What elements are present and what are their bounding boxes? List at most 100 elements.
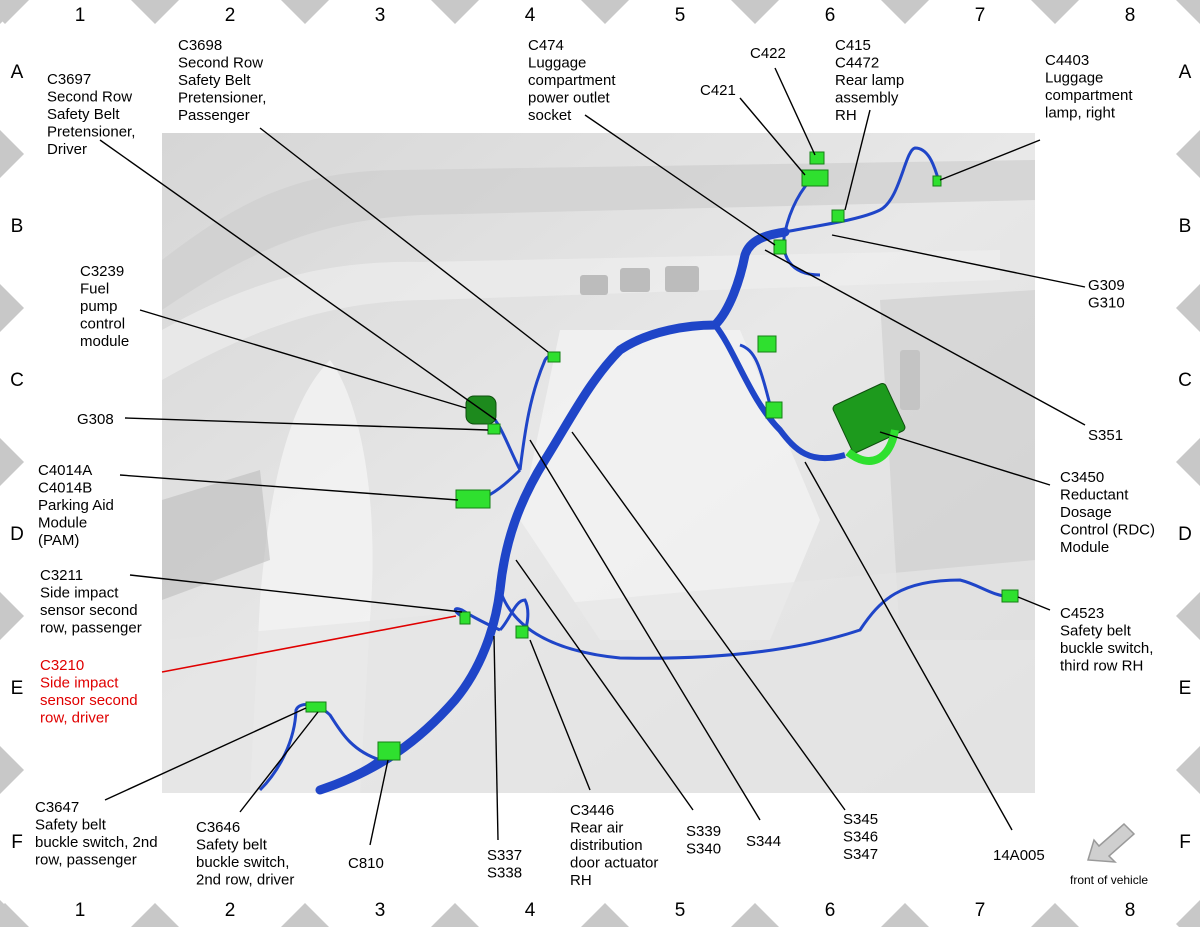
label-line: C3698 bbox=[178, 37, 222, 54]
grid-label: B bbox=[11, 216, 24, 237]
label-line: C474 bbox=[528, 37, 564, 54]
label-line: C415 bbox=[835, 37, 871, 54]
rdc-bracket bbox=[845, 429, 899, 465]
label-line: C3646 bbox=[196, 819, 240, 836]
grid-label: F bbox=[11, 832, 23, 853]
border-diamond bbox=[131, 903, 179, 927]
border-diamond bbox=[281, 903, 329, 927]
label-line: S346 bbox=[843, 829, 878, 846]
border-diamond bbox=[0, 284, 24, 332]
label-line: RH bbox=[570, 872, 592, 889]
label-line: Luggage bbox=[1045, 70, 1103, 87]
label-line: 14A005 bbox=[993, 847, 1045, 864]
label-line: Side impact bbox=[40, 585, 119, 602]
label-line: C3450 bbox=[1060, 469, 1104, 486]
grid-label: 7 bbox=[975, 5, 986, 26]
grid-label: 2 bbox=[225, 900, 236, 921]
connector-c3698 bbox=[547, 351, 561, 363]
label-line: C3210 bbox=[40, 657, 84, 674]
grid-label: A bbox=[1179, 62, 1192, 83]
grid-label: 3 bbox=[375, 900, 386, 921]
grid-label: 8 bbox=[1125, 900, 1136, 921]
label-line: compartment bbox=[528, 72, 616, 89]
border-diamond bbox=[0, 900, 24, 927]
border-diamond bbox=[731, 903, 779, 927]
label-line: Second Row bbox=[178, 55, 263, 72]
border-diamond bbox=[1031, 0, 1079, 24]
label-line: (PAM) bbox=[38, 532, 79, 549]
label-c810: C810 bbox=[348, 855, 384, 872]
label-line: RH bbox=[835, 107, 857, 124]
label-line: S345 bbox=[843, 811, 878, 828]
label-line: Pretensioner, bbox=[178, 90, 266, 107]
grid-label: 6 bbox=[825, 5, 836, 26]
grid-label: C bbox=[10, 370, 24, 391]
connector-c810 bbox=[377, 741, 401, 761]
grid-label: 5 bbox=[675, 900, 686, 921]
grid-label: 2 bbox=[225, 5, 236, 26]
label-line: assembly bbox=[835, 90, 899, 107]
label-line: C4472 bbox=[835, 55, 879, 72]
label-line: module bbox=[80, 333, 129, 350]
label-line: C4403 bbox=[1045, 52, 1089, 69]
label-line: row, driver bbox=[40, 710, 109, 727]
grid-label: A bbox=[11, 62, 24, 83]
label-line: S347 bbox=[843, 846, 878, 863]
label-c422: C422 bbox=[750, 45, 786, 62]
border-diamond bbox=[1031, 903, 1079, 927]
label-line: compartment bbox=[1045, 87, 1133, 104]
label-s344: S344 bbox=[746, 833, 781, 850]
grid-label: 3 bbox=[375, 5, 386, 26]
border-diamond bbox=[1176, 900, 1200, 927]
connector-mid-right bbox=[765, 401, 783, 419]
connector-c421 bbox=[801, 169, 829, 187]
connector-c474 bbox=[773, 239, 787, 255]
label-line: front of vehicle bbox=[1070, 873, 1148, 887]
grid-label: 1 bbox=[75, 5, 86, 26]
connector-c4403 bbox=[932, 175, 942, 187]
label-line: C3211 bbox=[40, 567, 83, 584]
label-line: C4014A bbox=[38, 462, 92, 479]
label-line: buckle switch, bbox=[1060, 640, 1153, 657]
grid-label: 8 bbox=[1125, 5, 1136, 26]
label-line: C422 bbox=[750, 45, 786, 62]
border-diamond bbox=[131, 0, 179, 24]
label-line: Rear lamp bbox=[835, 72, 904, 89]
label-line: Safety Belt bbox=[47, 106, 120, 123]
border-diamond bbox=[1176, 284, 1200, 332]
label-line: G308 bbox=[77, 411, 114, 428]
label-line: row, passenger bbox=[40, 620, 142, 637]
connector-c4523 bbox=[1001, 589, 1019, 603]
label-line: Second Row bbox=[47, 89, 132, 106]
border-diamond bbox=[1176, 592, 1200, 640]
leader-lines bbox=[99, 67, 1086, 846]
label-line: Parking Aid bbox=[38, 497, 114, 514]
label-line: Rear air bbox=[570, 820, 623, 837]
label-line: power outlet bbox=[528, 90, 611, 107]
label-line: Module bbox=[38, 515, 87, 532]
connector-c3450 bbox=[832, 382, 906, 454]
label-line: C4523 bbox=[1060, 605, 1104, 622]
grid-label: E bbox=[11, 678, 24, 699]
border-diamond bbox=[281, 0, 329, 24]
label-line: socket bbox=[528, 107, 572, 124]
label-line: sensor second bbox=[40, 692, 138, 709]
label-line: C421 bbox=[700, 82, 736, 99]
grid-label: 1 bbox=[75, 900, 86, 921]
vehicle-body-illustration bbox=[162, 133, 1035, 793]
border-diamond bbox=[881, 0, 929, 24]
label-line: C3647 bbox=[35, 799, 79, 816]
label-line: control bbox=[80, 316, 125, 333]
grid-label: 5 bbox=[675, 5, 686, 26]
